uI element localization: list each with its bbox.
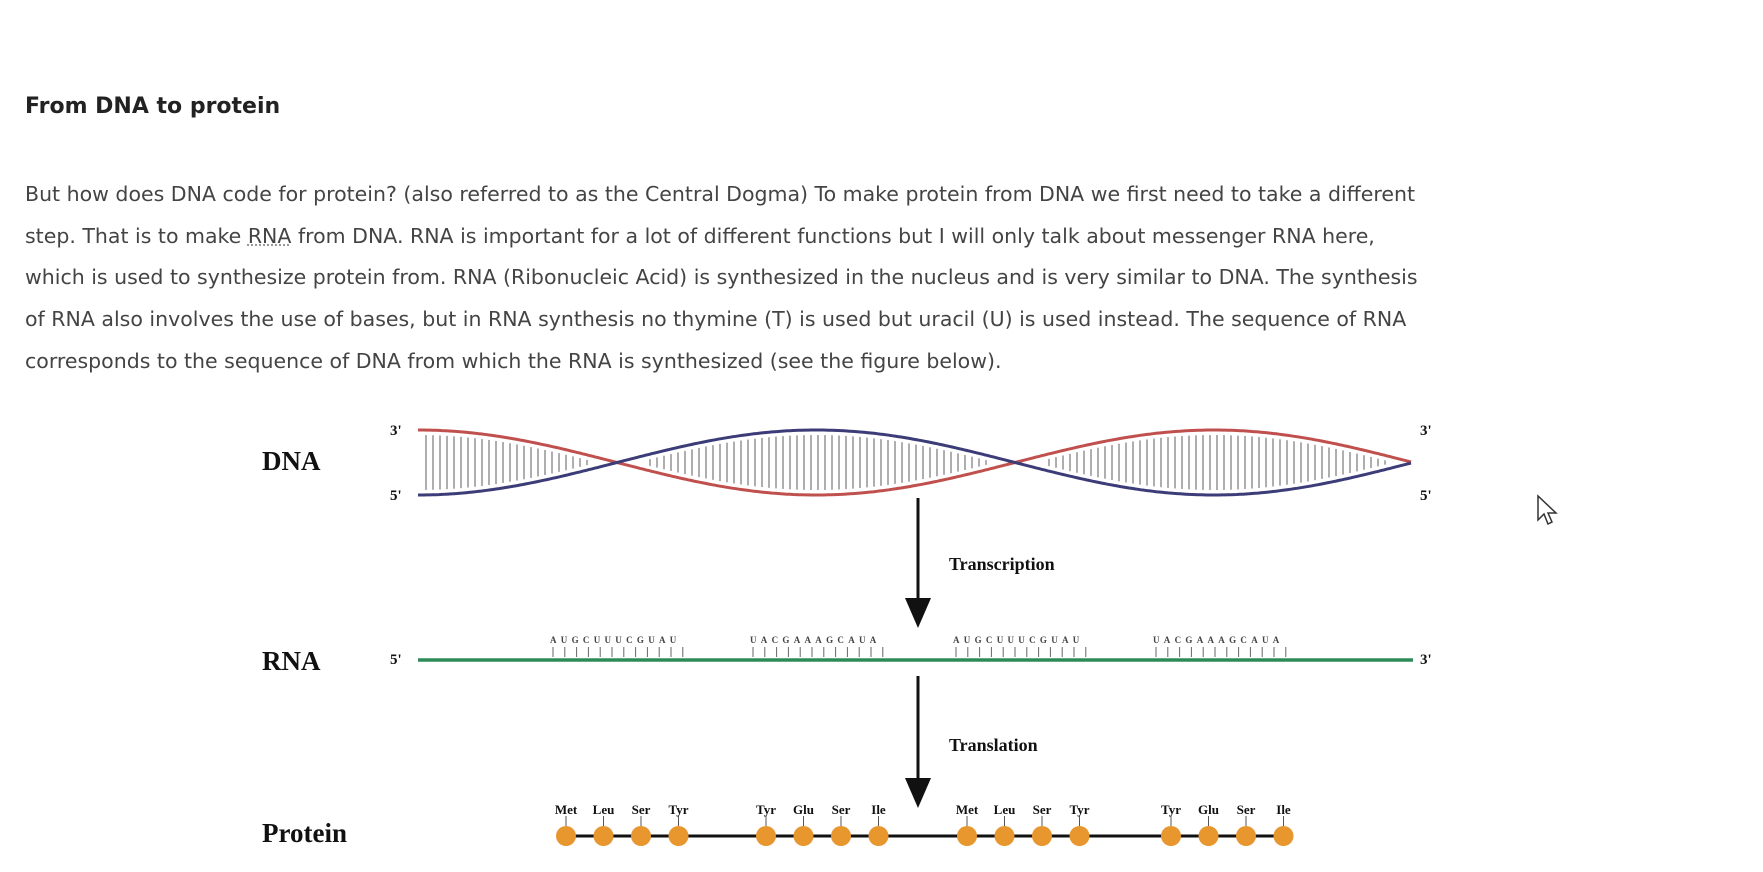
dna-5prime-left: 5' [390,488,402,504]
amino-acid-label: Tyr [1161,802,1181,817]
dna-strand-blue [418,428,1412,497]
rna-3prime: 3' [1420,652,1432,668]
amino-acid-label: Tyr [1070,802,1090,817]
text: from DNA. RNA is important for a lot of … [291,223,1375,248]
paragraph-line: which is used to synthesize protein from… [25,265,1418,290]
rna-sequence: AUGCUUUCGUAU [953,635,1084,645]
amino-acid-bead [756,826,776,846]
amino-acid-bead [1236,826,1256,846]
amino-acid-bead [1032,826,1052,846]
amino-acid-bead [1273,826,1294,846]
amino-acid-label: Tyr [669,802,689,817]
rna-sequence: UACGAAAGCAUA [1153,635,1284,645]
amino-acid-bead [556,826,576,846]
translation-arrow [905,676,931,808]
amino-acid-label: Leu [593,802,615,817]
dna-strand-red [418,428,1412,497]
dna-double-helix [418,428,1412,497]
rna-sequence: AUGCUUUCGUAU [550,635,681,645]
amino-acid-bead [868,826,889,846]
transcription-label: Transcription [949,554,1055,574]
protein-label: Protein [262,818,347,848]
amino-acid-bead [1069,826,1090,846]
mouse-cursor-icon [1537,494,1558,526]
text: step. That is to make [25,223,248,248]
amino-acid-bead [831,826,851,846]
rna-label: RNA [262,646,321,676]
rna-underlined-term: RNA [247,223,292,248]
paragraph-line: of RNA also involves the use of bases, b… [25,307,1407,332]
rna-sequence: UACGAAAGCAUA [750,635,881,645]
amino-acid-label: Glu [793,802,814,817]
amino-acid-label: Glu [1198,802,1219,817]
amino-acid-label: Ile [871,802,886,817]
amino-acid-label: Met [555,802,578,817]
amino-acid-bead [1161,826,1181,846]
rna-sequences: AUGCUUUCGUAU UACGAAAGCAUA AUGCUUUCGUAU UACG… [550,635,1287,657]
amino-acid-label: Met [956,802,979,817]
dna-5prime-right: 5' [1420,488,1432,504]
body-paragraph: But how does DNA code for protein? (also… [25,174,1745,383]
amino-acid-bead [957,826,977,846]
amino-acid-bead [793,826,814,846]
amino-acid-bead [1198,826,1219,846]
amino-acid-label: Ile [1276,802,1291,817]
translation-label: Translation [949,735,1038,755]
amino-acid-bead [668,826,689,846]
amino-acid-label: Ser [1033,802,1052,817]
dna-3prime-right: 3' [1420,423,1432,439]
amino-acid-bead [593,826,614,846]
amino-acid-label: Ser [832,802,851,817]
transcription-arrow [905,498,931,628]
paragraph-line: corresponds to the sequence of DNA from … [25,348,1002,373]
dna-3prime-left: 3' [390,423,402,439]
paragraph-line: But how does DNA code for protein? (also… [25,182,1416,206]
amino-acid-label: Leu [994,802,1016,817]
dna-label: DNA [262,446,321,476]
rna-5prime: 5' [390,652,402,668]
amino-acid-label: Ser [632,802,651,817]
section-heading: From DNA to protein [25,94,281,119]
amino-acid-bead [994,826,1015,846]
amino-acid-label: Ser [1237,802,1256,817]
amino-acid-label: Tyr [756,802,776,817]
amino-acids: Met Leu Ser Tyr Tyr Glu Ser Ile Met Leu Ser Tyr Tyr G… [555,802,1294,846]
paragraph-line: step. That is to make RNA from DNA. RNA … [25,216,1745,258]
amino-acid-bead [631,826,651,846]
